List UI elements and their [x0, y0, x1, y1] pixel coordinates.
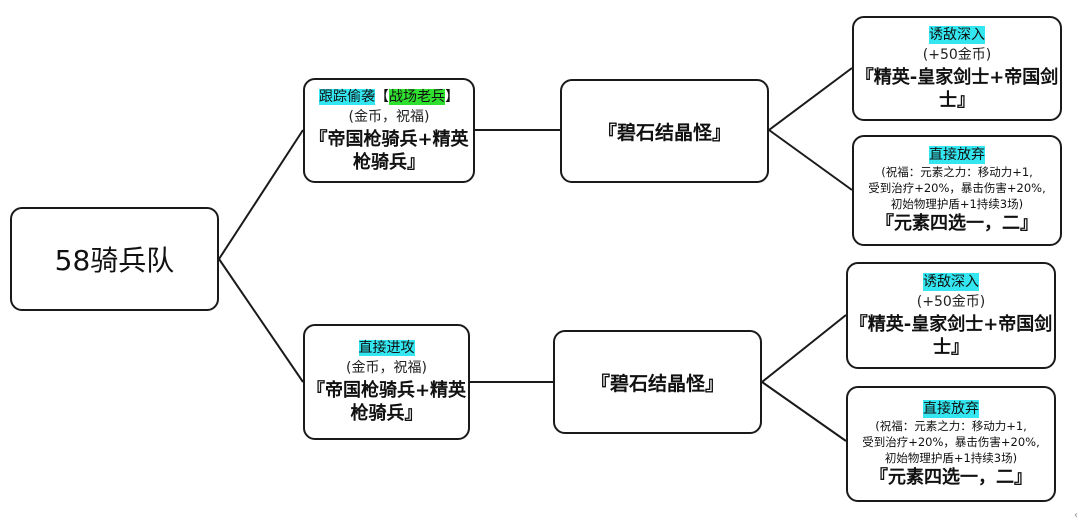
action-2-enemy: 『帝国枪骑兵+精英枪骑兵』: [306, 380, 467, 424]
option-node-abandon-1: 直接放弃 (祝福：元素之力：移动力+1, 受到治疗+20%，暴击伤害+20%, …: [852, 135, 1062, 246]
option-1-enemy: 『精英-皇家剑士+帝国剑士』: [855, 66, 1059, 111]
root-label: 58骑兵队: [54, 244, 175, 277]
action-node-1: 跟踪偷袭【战场老兵】 (金币，祝福) 『帝国枪骑兵+精英枪骑兵』: [303, 78, 475, 183]
option-node-abandon-2: 直接放弃 (祝福：元素之力：移动力+1, 受到治疗+20%，暴击伤害+20%, …: [846, 386, 1056, 502]
option-3-reward: (+50金币): [916, 293, 986, 310]
action-1-tag-veteran: 战场老兵: [389, 88, 445, 105]
option-2-blessing-line-1: (祝福：元素之力：移动力+1,: [881, 165, 1033, 179]
boss-1-label: 『碧石结晶怪』: [597, 121, 731, 144]
boss-node-1: 『碧石结晶怪』: [560, 79, 769, 183]
option-2-blessing-line-2: 受到治疗+20%，暴击伤害+20%,: [868, 181, 1046, 195]
root-node: 58骑兵队: [10, 207, 219, 311]
edge-boss-1-to-option-1: [768, 67, 853, 131]
option-4-choice: 『元素四选一，二』: [870, 466, 1032, 488]
corner-mark: ‹: [1074, 510, 1078, 521]
option-3-title: 诱敌深入: [923, 272, 979, 291]
option-3-enemy: 『精英-皇家剑士+帝国剑士』: [849, 313, 1053, 358]
option-2-blessing-line-3: 初始物理护盾+1持续3场): [890, 197, 1024, 211]
action-node-2: 直接进攻 (金币，祝福) 『帝国枪骑兵+精英枪骑兵』: [303, 324, 470, 440]
option-1-reward: (+50金币): [922, 46, 992, 63]
edge-root-to-action-1: [218, 129, 304, 260]
option-2-title: 直接放弃: [929, 146, 985, 164]
option-node-lure-1: 诱敌深入 (+50金币) 『精英-皇家剑士+帝国剑士』: [852, 16, 1062, 121]
action-1-bracket-close: 】: [445, 88, 459, 105]
action-1-rewards: (金币，祝福): [348, 108, 430, 125]
action-1-tags: 跟踪偷袭【战场老兵】: [319, 88, 459, 106]
edge-boss-2-to-option-4: [761, 381, 847, 442]
edge-boss-1-to-option-2: [768, 129, 853, 191]
edge-root-to-action-2: [218, 258, 304, 383]
boss-node-2: 『碧石结晶怪』: [553, 330, 762, 434]
option-node-lure-2: 诱敌深入 (+50金币) 『精英-皇家剑士+帝国剑士』: [846, 262, 1056, 369]
option-4-blessing-line-3: 初始物理护盾+1持续3场): [884, 450, 1018, 465]
edge-boss-2-to-option-3: [761, 314, 847, 383]
action-1-tag-sneak: 跟踪偷袭: [319, 88, 375, 105]
action-2-rewards: (金币，祝福): [346, 360, 427, 376]
action-2-tags: 直接进攻: [358, 339, 415, 357]
action-2-tag-attack: 直接进攻: [358, 340, 415, 356]
action-1-bracket-open: 【: [375, 88, 389, 105]
option-2-choice: 『元素四选一，二』: [876, 213, 1038, 234]
option-1-title: 诱敌深入: [929, 25, 985, 44]
boss-2-label: 『碧石结晶怪』: [590, 372, 724, 395]
action-1-enemy: 『帝国枪骑兵+精英枪骑兵』: [309, 128, 469, 173]
option-4-blessing-line-2: 受到治疗+20%，暴击伤害+20%,: [862, 434, 1040, 449]
option-4-title: 直接放弃: [923, 399, 979, 418]
option-4-blessing-line-1: (祝福：元素之力：移动力+1,: [875, 418, 1027, 433]
